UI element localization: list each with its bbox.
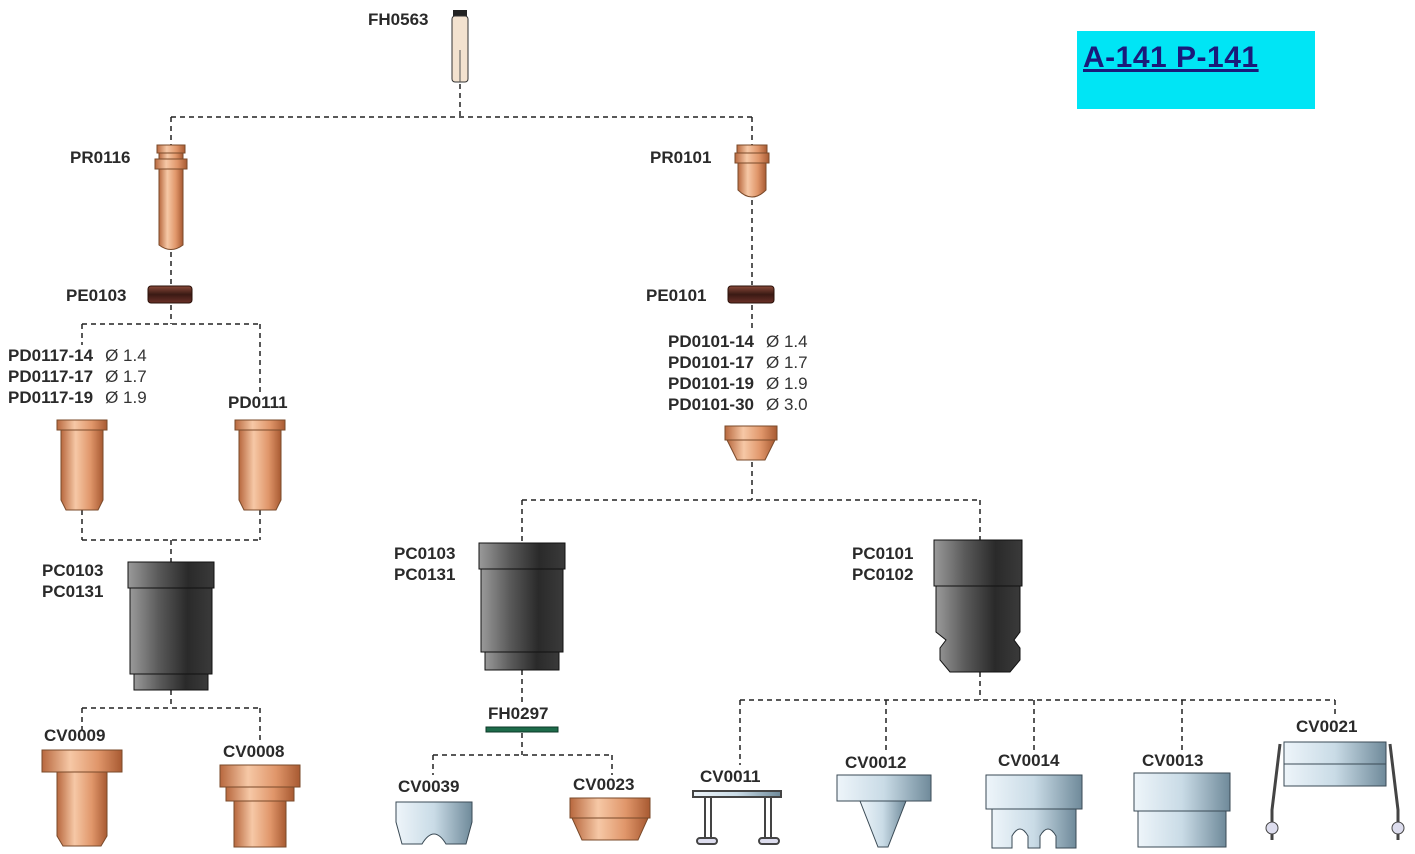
fh0563-shape <box>451 10 469 83</box>
pd0101-shape <box>724 425 778 461</box>
pr0101-shape <box>734 144 770 198</box>
cv0011-shape <box>692 790 782 845</box>
connector-pr0116 <box>81 252 261 395</box>
model-title: A-141 P-141 <box>1083 41 1259 74</box>
label-pe0103: PE0103 <box>66 286 127 305</box>
cv0023-shape <box>569 797 651 841</box>
cv0009-shape <box>41 749 123 847</box>
label-group-pc-right: PC0101 PC0102 <box>852 544 914 584</box>
label-cv0008: CV0008 <box>223 742 285 761</box>
label-cv0013: CV0013 <box>1142 751 1204 770</box>
pd0117-shape <box>56 419 108 511</box>
label-fh0297: FH0297 <box>488 704 549 723</box>
cv0039-shape <box>395 801 473 845</box>
cv0014-shape <box>985 774 1083 849</box>
label-cv0011: CV0011 <box>700 767 761 786</box>
label-cv0009: CV0009 <box>44 726 106 745</box>
label-pr0116: PR0116 <box>70 148 131 167</box>
pc-left-shape <box>127 561 215 691</box>
pc-right-shape <box>933 539 1023 673</box>
label-pd0111: PD0111 <box>228 393 288 412</box>
label-cv0023: CV0023 <box>573 775 635 794</box>
connector-pc-left <box>81 690 261 744</box>
label-group-pc-mid: PC0103 PC0131 <box>394 544 456 584</box>
label-fh0563: FH0563 <box>368 10 429 29</box>
label-group-pc-left: PC0103 PC0131 <box>42 561 104 601</box>
fh0297-shape <box>485 726 559 733</box>
cv0012-shape <box>836 774 932 848</box>
pc-mid-shape <box>478 542 566 671</box>
label-cv0012: CV0012 <box>845 753 907 772</box>
label-cv0039: CV0039 <box>398 777 460 796</box>
cv0021-shape <box>1265 741 1405 840</box>
connector-pr0101 <box>521 200 981 545</box>
connector-pc-right <box>739 672 1336 765</box>
pe0101-shape <box>727 285 775 304</box>
label-cv0021: CV0021 <box>1296 717 1358 736</box>
pe0103-shape <box>147 285 193 304</box>
connector-pc-mid <box>432 670 613 775</box>
connector-fh0563 <box>170 84 753 148</box>
label-pr0101: PR0101 <box>650 148 712 167</box>
label-pe0101: PE0101 <box>646 286 707 305</box>
label-cv0014: CV0014 <box>998 751 1060 770</box>
model-title-box: A-141 P-141 <box>1077 31 1315 109</box>
cv0013-shape <box>1133 772 1231 848</box>
pr0116-shape <box>154 144 188 250</box>
pd0111-shape <box>234 419 286 511</box>
cv0008-shape <box>219 764 301 848</box>
